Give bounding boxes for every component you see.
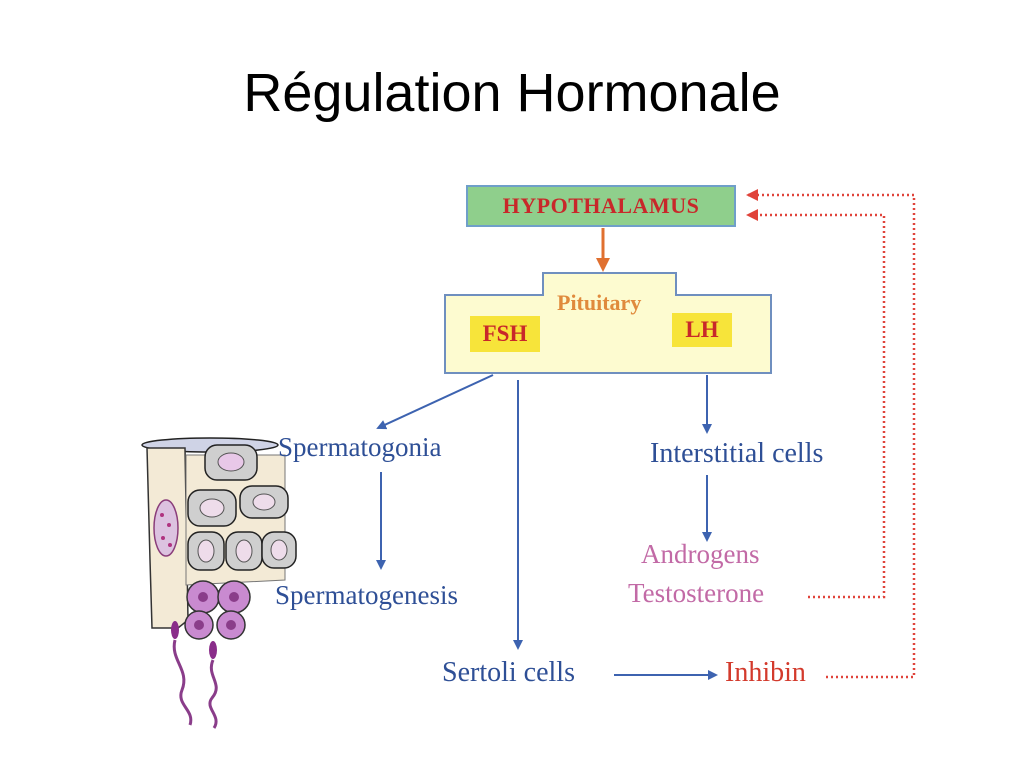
interstitial-cells-label: Interstitial cells xyxy=(650,438,824,469)
spermatogenesis-label: Spermatogenesis xyxy=(275,580,458,610)
inhibin-feedback-line xyxy=(746,189,916,679)
slide-title: Régulation Hormonale xyxy=(243,63,781,123)
fsh-chip: FSH xyxy=(470,316,540,352)
inhibin-label: Inhibin xyxy=(725,657,806,688)
hypothalamus-box: HYPOTHALAMUS xyxy=(466,185,736,227)
pituitary-label: Pituitary xyxy=(557,290,642,315)
androgens-label: Androgens xyxy=(641,539,760,569)
testosterone-label: Testosterone xyxy=(628,578,765,608)
testosterone-feedback-line xyxy=(746,209,886,599)
lh-chip: LH xyxy=(672,313,732,347)
spermatogonia-label: Spermatogonia xyxy=(278,432,442,462)
sertoli-cells-label: Sertoli cells xyxy=(442,657,575,688)
seminiferous-cells-illustration xyxy=(141,437,297,729)
pituitary-to-spermatogonia-arrow xyxy=(376,374,494,430)
